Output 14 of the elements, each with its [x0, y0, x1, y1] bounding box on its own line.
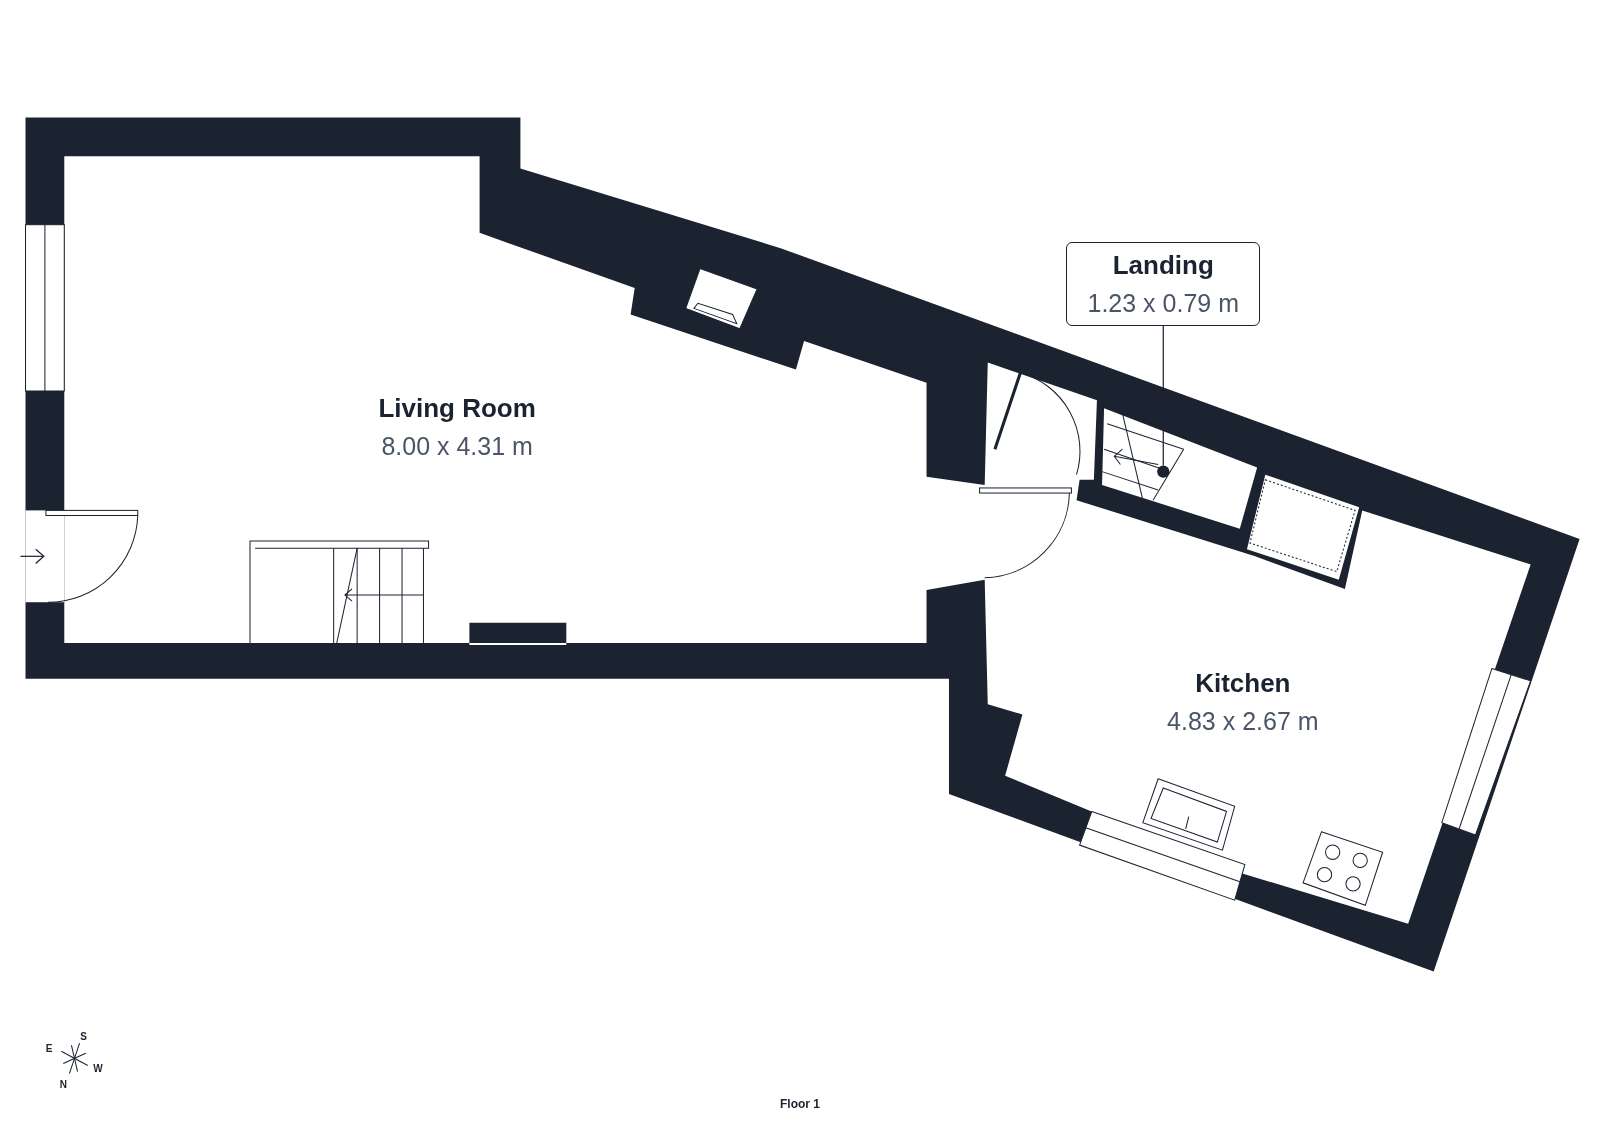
- leader-line: [1162, 325, 1164, 467]
- callout-box: [1066, 241, 1261, 326]
- room-dimensions: 8.00 x 4.31 m: [380, 431, 534, 461]
- room-name: Kitchen: [1194, 668, 1292, 700]
- room-dimensions: 1.23 x 0.79 m: [1087, 288, 1239, 318]
- floor-label: Floor 1: [780, 1097, 820, 1112]
- compass-letter: S: [80, 1030, 87, 1042]
- compass-letter: N: [59, 1078, 67, 1090]
- room-name: Living Room: [378, 392, 536, 424]
- room-dimensions: 4.83 x 2.67 m: [1167, 707, 1319, 737]
- room-name: Landing: [1112, 249, 1214, 281]
- compass-letter: E: [45, 1042, 53, 1054]
- compass-letter: W: [93, 1062, 103, 1074]
- leader-dot: [1157, 465, 1170, 478]
